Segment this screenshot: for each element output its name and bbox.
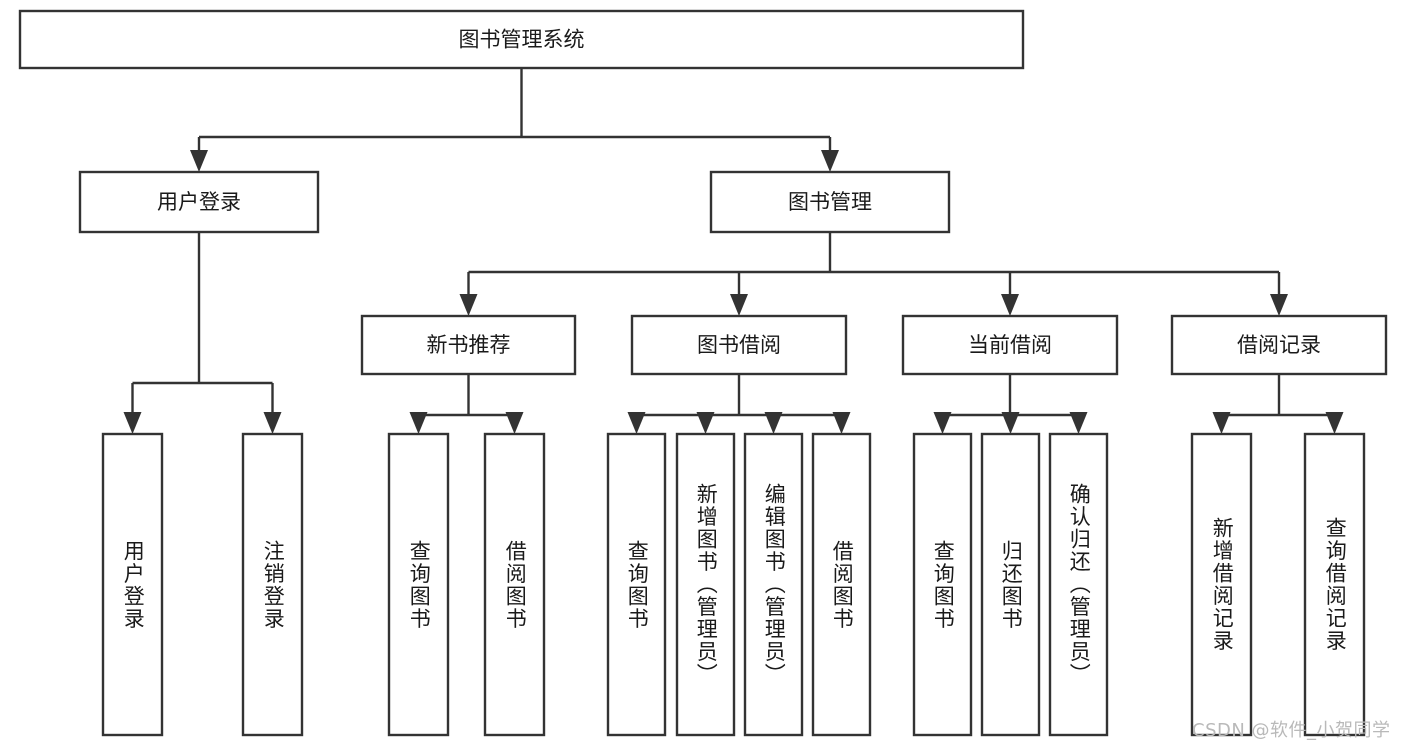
node-box-level3-0[interactable] — [360, 314, 577, 376]
arrow-head-icon-leaf-8 — [933, 412, 952, 434]
node-box-leaf-3[interactable] — [483, 432, 546, 737]
node-box-leaf-4[interactable] — [606, 432, 667, 737]
arrow-head-icon-leaf-10 — [1069, 412, 1088, 434]
node-box-leaf-1[interactable] — [241, 432, 304, 737]
connector-lines-layer — [123, 68, 1344, 434]
node-box-leaf-10[interactable] — [1048, 432, 1109, 737]
node-label-level3-2: 当前借阅 — [968, 333, 1052, 357]
node-box-leaf-6[interactable] — [743, 432, 804, 737]
arrow-head-icon-leaf-3 — [505, 412, 524, 434]
node-label-leaf-8: 查询图书 — [931, 539, 956, 630]
watermark-text: CSDN @软件_小贺同学 — [1192, 720, 1391, 741]
node-label-leaf-1-wrap: 注销登录 — [243, 434, 302, 735]
node-label-leaf-10: 确认归还（管理员） — [1067, 483, 1092, 686]
node-label-leaf-10-wrap: 确认归还（管理员） — [1050, 434, 1107, 735]
node-box-leaf-0[interactable] — [101, 432, 164, 737]
node-label-leaf-2: 查询图书 — [407, 539, 432, 630]
node-box-leaf-12[interactable] — [1303, 432, 1366, 737]
node-label-level3-3: 借阅记录 — [1237, 333, 1321, 357]
arrow-head-icon-leaf-5 — [696, 412, 715, 434]
node-label-level2-1: 图书管理 — [788, 190, 872, 214]
arrow-head-icon-leaf-0 — [123, 412, 142, 434]
node-box-level2-0[interactable] — [78, 170, 320, 234]
node-box-leaf-9[interactable] — [980, 432, 1041, 737]
node-box-level3-3[interactable] — [1170, 314, 1388, 376]
arrow-head-icon-leaf-2 — [409, 412, 428, 434]
node-label-leaf-11-wrap: 新增借阅记录 — [1192, 434, 1251, 735]
node-label-leaf-5-wrap: 新增图书（管理员） — [677, 434, 734, 735]
node-label-leaf-6: 编辑图书（管理员） — [762, 483, 787, 686]
node-label-leaf-9-wrap: 归还图书 — [982, 434, 1039, 735]
node-label-leaf-12-wrap: 查询借阅记录 — [1305, 434, 1364, 735]
node-box-level3-1[interactable] — [630, 314, 848, 376]
arrow-head-icon-l2-0 — [190, 150, 208, 172]
node-label-leaf-4-wrap: 查询图书 — [608, 434, 665, 735]
arrow-head-icon-l3-0 — [459, 294, 478, 316]
arrow-head-icon-leaf-11 — [1212, 412, 1231, 434]
node-label-level3-1: 图书借阅 — [697, 333, 781, 357]
arrow-head-icon-leaf-6 — [764, 412, 783, 434]
node-label-leaf-3: 借阅图书 — [503, 539, 528, 630]
node-label-leaf-8-wrap: 查询图书 — [914, 434, 971, 735]
node-label-leaf-9: 归还图书 — [999, 539, 1024, 630]
node-box-leaf-7[interactable] — [811, 432, 872, 737]
node-box-leaf-2[interactable] — [387, 432, 450, 737]
arrow-head-icon-l3-1 — [730, 294, 748, 316]
node-label-level2-0: 用户登录 — [157, 190, 241, 214]
node-boxes-layer — [18, 9, 1388, 737]
node-label-leaf-3-wrap: 借阅图书 — [485, 434, 544, 735]
node-label-level3-0: 新书推荐 — [427, 333, 511, 357]
node-label-leaf-6-wrap: 编辑图书（管理员） — [745, 434, 802, 735]
node-box-level3-2[interactable] — [901, 314, 1119, 376]
node-label-leaf-0: 用户登录 — [121, 539, 146, 630]
node-label-leaf-4: 查询图书 — [625, 539, 650, 630]
arrow-head-icon-leaf-9 — [1001, 412, 1020, 434]
arrow-head-icon-leaf-4 — [627, 412, 646, 434]
node-label-leaf-0-wrap: 用户登录 — [103, 434, 162, 735]
node-label-leaf-1: 注销登录 — [261, 539, 286, 630]
node-box-level2-1[interactable] — [709, 170, 951, 234]
arrow-head-icon-leaf-12 — [1325, 412, 1344, 434]
node-label-leaf-7-wrap: 借阅图书 — [813, 434, 870, 735]
arrow-head-icon-l3-3 — [1270, 294, 1288, 316]
node-box-leaf-5[interactable] — [675, 432, 736, 737]
arrow-head-icon-l3-2 — [1001, 294, 1019, 316]
arrow-head-icon-l2-1 — [821, 150, 839, 172]
node-box-leaf-11[interactable] — [1190, 432, 1253, 737]
arrow-head-icon-leaf-1 — [263, 412, 282, 434]
node-label-leaf-11: 新增借阅记录 — [1210, 517, 1235, 652]
node-label-leaf-5: 新增图书（管理员） — [694, 483, 719, 686]
node-label-leaf-12: 查询借阅记录 — [1323, 517, 1348, 652]
node-label-root: 图书管理系统 — [459, 28, 585, 52]
node-box-root[interactable] — [18, 9, 1025, 70]
node-box-leaf-8[interactable] — [912, 432, 973, 737]
node-label-leaf-7: 借阅图书 — [830, 539, 855, 630]
node-label-leaf-2-wrap: 查询图书 — [389, 434, 448, 735]
arrow-head-icon-leaf-7 — [832, 412, 851, 434]
